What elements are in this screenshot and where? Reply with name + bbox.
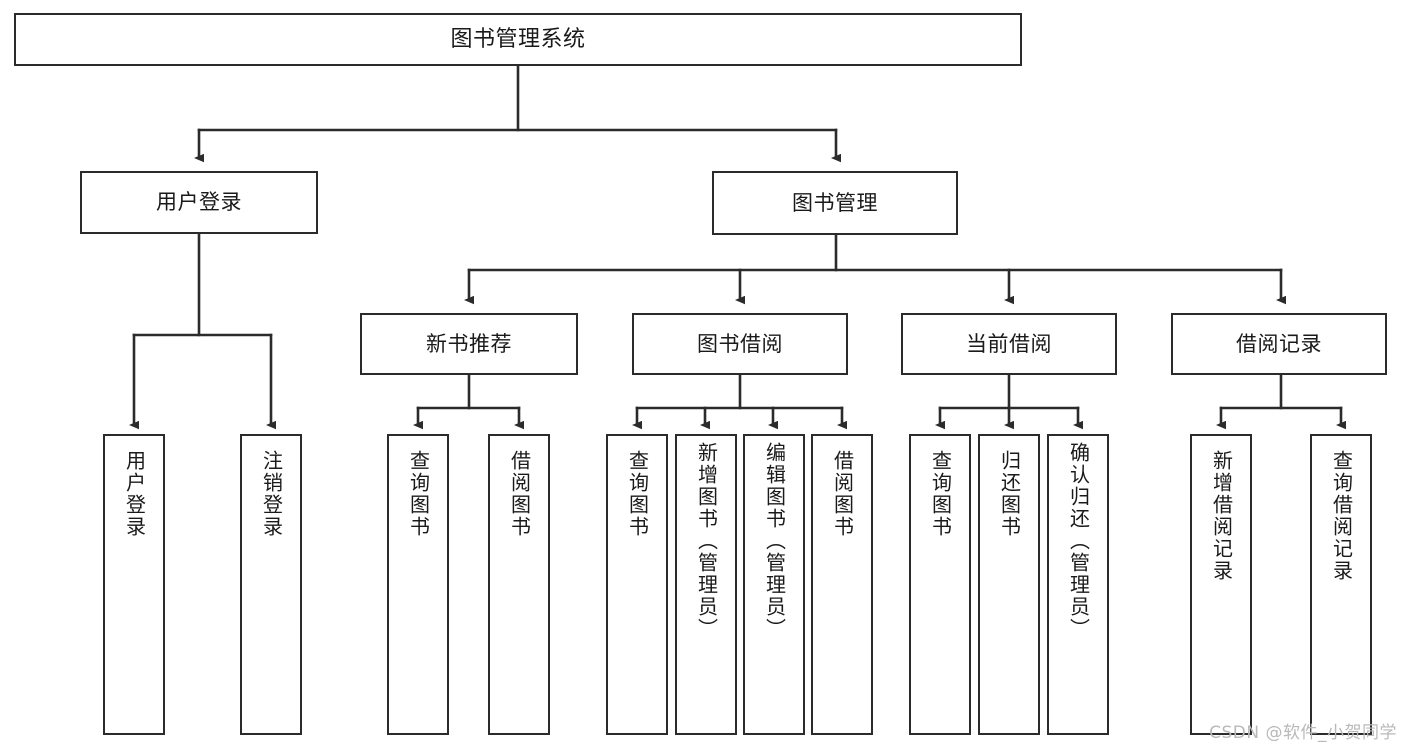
leaf-borrow-book-recommend[interactable]: 借阅图书: [488, 434, 550, 735]
leaf-user-login[interactable]: 用户登录: [103, 434, 165, 735]
node-label: 当前借阅: [966, 331, 1052, 356]
leaf-query-borrow-record[interactable]: 查询借阅记录: [1310, 434, 1372, 735]
leaf-query-book-current[interactable]: 查询图书: [909, 434, 971, 735]
node-label: 编辑图书（管理员）: [762, 442, 787, 640]
node-label: 借阅图书: [830, 450, 855, 538]
node-book-management[interactable]: 图书管理: [712, 171, 958, 235]
node-root-system[interactable]: 图书管理系统: [14, 13, 1022, 66]
leaf-user-logout[interactable]: 注销登录: [240, 434, 302, 735]
watermark-text: CSDN @软件_小贺同学: [1209, 723, 1397, 743]
node-label: 查询借阅记录: [1329, 450, 1354, 582]
leaf-confirm-return-admin[interactable]: 确认归还（管理员）: [1047, 434, 1109, 735]
node-label: 注销登录: [259, 450, 284, 538]
node-label: 用户登录: [156, 190, 242, 215]
node-label: 借阅记录: [1236, 331, 1322, 356]
node-label: 图书管理系统: [450, 26, 586, 52]
node-label: 归还图书: [997, 450, 1022, 538]
leaf-query-book-recommend[interactable]: 查询图书: [387, 434, 449, 735]
node-new-book-recommend[interactable]: 新书推荐: [360, 313, 578, 375]
node-label: 新增借阅记录: [1209, 450, 1234, 582]
node-borrow-record[interactable]: 借阅记录: [1171, 313, 1387, 375]
node-user-login[interactable]: 用户登录: [80, 171, 318, 234]
node-label: 查询图书: [928, 450, 953, 538]
leaf-add-book-admin[interactable]: 新增图书（管理员）: [675, 434, 737, 735]
leaf-query-book-borrow[interactable]: 查询图书: [606, 434, 668, 735]
node-book-borrow[interactable]: 图书借阅: [632, 313, 848, 375]
node-label: 查询图书: [406, 450, 431, 538]
leaf-edit-book-admin[interactable]: 编辑图书（管理员）: [743, 434, 805, 735]
node-label: 新增图书（管理员）: [694, 442, 719, 640]
node-current-borrow[interactable]: 当前借阅: [901, 313, 1117, 375]
node-label: 图书借阅: [697, 331, 783, 356]
leaf-return-book[interactable]: 归还图书: [978, 434, 1040, 735]
node-label: 图书管理: [792, 190, 878, 215]
node-label: 借阅图书: [507, 450, 532, 538]
node-label: 用户登录: [122, 450, 147, 538]
node-label: 新书推荐: [426, 331, 512, 356]
leaf-add-borrow-record[interactable]: 新增借阅记录: [1190, 434, 1252, 735]
node-label: 确认归还（管理员）: [1066, 442, 1091, 640]
node-label: 查询图书: [625, 450, 650, 538]
leaf-borrow-book[interactable]: 借阅图书: [811, 434, 873, 735]
